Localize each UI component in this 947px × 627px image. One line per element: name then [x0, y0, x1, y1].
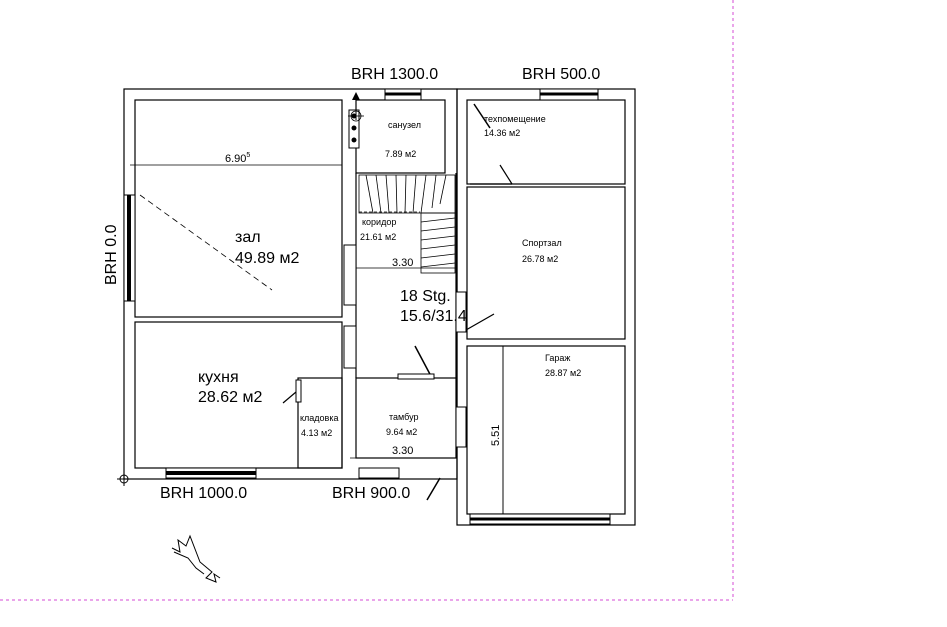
brh-label-bottom-left: BRH 1000.0: [160, 485, 247, 502]
room-name-corridor: коридор: [362, 217, 396, 227]
room-name-garage: Гараж: [545, 353, 570, 363]
windows: [123, 88, 611, 525]
dimension-zal-width: 6.905: [225, 152, 250, 165]
north-arrow-icon: [171, 534, 221, 583]
room-name-zal: зал: [235, 229, 261, 246]
room-area-vestibule: 9.64 м2: [386, 427, 417, 437]
brh-label-top-center: BRH 1300.0: [351, 66, 438, 83]
room-area-tech-room: 14.36 м2: [484, 128, 520, 138]
stairs-step-count: 18 Stg.: [400, 288, 451, 305]
brh-label-top-right: BRH 500.0: [522, 66, 600, 83]
room-area-gym: 26.78 м2: [522, 254, 558, 264]
room-name-tech-room: техпомещение: [484, 114, 546, 124]
room-name-bathroom: санузел: [388, 120, 421, 130]
annex-walls: [456, 88, 636, 526]
stairs-rise-run: 15.6/31.4: [400, 308, 467, 325]
room-area-garage: 28.87 м2: [545, 368, 581, 378]
room-name-gym: Спортзал: [522, 238, 562, 248]
survey-point-icon: [117, 472, 131, 486]
staircase: [348, 92, 456, 274]
dimension-vestibule-width: 3.30: [392, 445, 413, 457]
brh-label-bottom-center: BRH 900.0: [332, 485, 410, 502]
dimension-garage-length: 5.51: [490, 425, 502, 446]
room-name-pantry: кладовка: [300, 413, 338, 423]
room-name-vestibule: тамбур: [389, 412, 418, 422]
room-area-bathroom: 7.89 м2: [385, 149, 416, 159]
dimension-corridor-width: 3.30: [392, 257, 413, 269]
doors: [282, 103, 513, 501]
room-name-kitchen: кухня: [198, 369, 239, 386]
room-area-kitchen: 28.62 м2: [198, 389, 262, 406]
dimension-lines: [130, 164, 504, 514]
room-area-corridor: 21.61 м2: [360, 232, 396, 242]
room-area-zal: 49.89 м2: [235, 250, 299, 267]
room-area-pantry: 4.13 м2: [301, 428, 332, 438]
brh-label-left: BRH 0.0: [103, 224, 120, 285]
